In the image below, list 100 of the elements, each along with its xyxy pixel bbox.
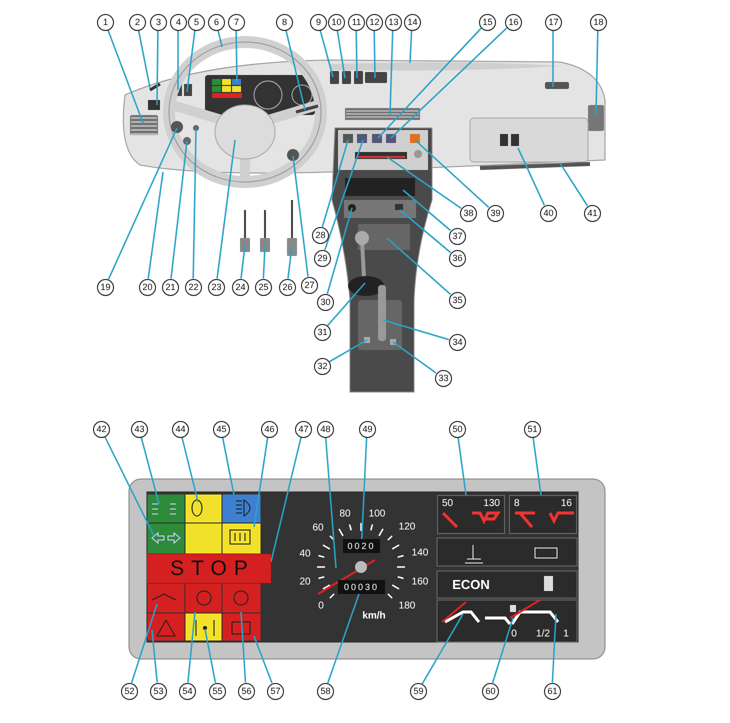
callout-number: 54 xyxy=(179,683,196,700)
callout-number: 33 xyxy=(435,370,452,387)
callout-number: 41 xyxy=(584,205,601,222)
leader-line xyxy=(324,140,364,250)
leader-line xyxy=(329,339,368,362)
speed-scale-number: 0 xyxy=(318,600,324,612)
callout-number: 38 xyxy=(460,205,477,222)
leader-line xyxy=(389,30,394,116)
leader-line xyxy=(240,612,246,683)
callout-number: 61 xyxy=(544,683,561,700)
callout-number: 36 xyxy=(449,250,466,267)
leader-line xyxy=(204,628,216,683)
leader-line xyxy=(552,30,554,87)
leader-line xyxy=(222,437,235,496)
leader-line xyxy=(287,244,293,279)
leader-line xyxy=(270,437,302,562)
speed-scale-number: 120 xyxy=(398,522,416,532)
callout-number: 15 xyxy=(479,14,496,31)
callout-number: 18 xyxy=(590,14,607,31)
callout-number: 23 xyxy=(208,279,225,296)
leader-line xyxy=(181,437,199,502)
callout-number: 25 xyxy=(255,279,272,296)
leader-line xyxy=(235,30,238,82)
leader-line xyxy=(392,341,437,374)
callout-number: 42 xyxy=(93,421,110,438)
callout-number: 21 xyxy=(162,279,179,296)
speed-scale-number: 100 xyxy=(368,508,386,520)
leader-line xyxy=(138,30,151,88)
callout-number: 52 xyxy=(121,683,138,700)
gauge-scale-number: 130 xyxy=(483,498,500,509)
leader-line xyxy=(377,28,482,139)
leader-line xyxy=(386,237,452,295)
callout-number: 40 xyxy=(540,205,557,222)
gauge-scale-number: 1/2 xyxy=(536,628,550,640)
leader-line xyxy=(187,612,196,683)
leader-line xyxy=(422,614,464,684)
leader-line xyxy=(324,437,337,568)
callout-number: 55 xyxy=(209,683,226,700)
leader-line xyxy=(409,30,412,64)
callout-number: 53 xyxy=(150,683,167,700)
callout-number: 30 xyxy=(317,294,334,311)
callout-number: 1 xyxy=(97,14,114,31)
gauge-panel xyxy=(509,495,577,534)
callout-number: 2 xyxy=(129,14,146,31)
speed-scale-number: 180 xyxy=(398,600,416,612)
callout-number: 51 xyxy=(524,421,541,438)
callout-number: 59 xyxy=(410,683,427,700)
callout-number: 14 xyxy=(404,14,421,31)
callout-number: 58 xyxy=(317,683,334,700)
leader-line xyxy=(552,614,557,683)
leader-line xyxy=(151,630,158,683)
speed-scale-number: 40 xyxy=(299,548,311,560)
leader-line xyxy=(186,30,196,92)
leader-line xyxy=(355,30,358,78)
leader-line xyxy=(170,140,188,279)
leader-line xyxy=(285,30,306,110)
callout-number: 27 xyxy=(301,277,318,294)
callout-number: 7 xyxy=(228,14,245,31)
callout-number: 35 xyxy=(449,292,466,309)
leader-line xyxy=(492,618,514,684)
leader-line xyxy=(253,437,268,528)
leader-line xyxy=(253,636,273,684)
leader-line xyxy=(517,148,546,206)
speed-scale-number: 80 xyxy=(339,508,351,520)
leader-line xyxy=(107,30,144,124)
leader-line xyxy=(262,244,266,279)
speed-scale-number: 60 xyxy=(312,522,324,534)
callout-number: 46 xyxy=(261,421,278,438)
leader-line xyxy=(104,436,155,536)
callout-number: 43 xyxy=(131,421,148,438)
node-label: STOP xyxy=(170,557,255,580)
callout-number: 11 xyxy=(348,14,365,31)
callout-number: 19 xyxy=(97,279,114,296)
callout-number: 17 xyxy=(545,14,562,31)
leader-line xyxy=(414,139,490,208)
callout-number: 39 xyxy=(487,205,504,222)
callout-number: 28 xyxy=(312,227,329,244)
gauge-scale-number: 8 xyxy=(514,498,520,509)
callout-number: 45 xyxy=(213,421,230,438)
callout-number: 50 xyxy=(449,421,466,438)
speed-scale-number: 160 xyxy=(412,576,428,588)
leader-line xyxy=(559,162,588,206)
callout-number: 24 xyxy=(232,279,249,296)
leader-line xyxy=(402,189,451,232)
leader-line xyxy=(382,319,450,340)
gauge-scale-number: 16 xyxy=(560,498,572,509)
callout-number: 26 xyxy=(279,279,296,296)
callout-number: 44 xyxy=(172,421,189,438)
leader-line xyxy=(327,594,360,684)
callout-number: 32 xyxy=(314,358,331,375)
gauge-scale-number: 50 xyxy=(442,498,454,509)
callout-number: 29 xyxy=(314,250,331,267)
leader-line xyxy=(326,208,353,294)
leader-line xyxy=(240,244,246,279)
gauge-panel xyxy=(437,495,505,534)
callout-number: 4 xyxy=(170,14,187,31)
gauge-scale-number: 1 xyxy=(563,628,569,640)
leader-line xyxy=(192,128,197,279)
leader-line xyxy=(373,30,376,78)
leader-line xyxy=(147,172,164,279)
